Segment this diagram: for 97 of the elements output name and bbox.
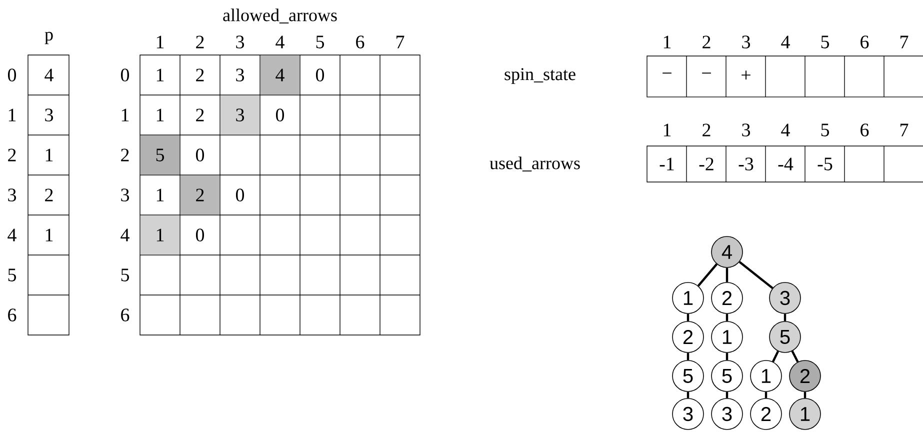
index-number: 4: [8, 228, 16, 242]
tree-edge: [686, 314, 690, 322]
index-number: 0: [120, 68, 130, 82]
cell-value: -3: [738, 158, 754, 170]
index-number: 3: [742, 124, 750, 136]
highlighted-cell: 1: [140, 215, 180, 255]
cell-value: 0: [236, 188, 244, 202]
index-number: 6: [356, 36, 364, 48]
cell-value: -1: [660, 158, 674, 170]
cell-value: 2: [45, 188, 53, 202]
cell-value: +: [742, 70, 750, 80]
index-number: 4: [781, 36, 790, 48]
tree-node: 1: [672, 282, 704, 314]
tree-edge: [686, 352, 690, 360]
tree-edge: [726, 314, 728, 322]
cell-value: 2: [196, 108, 204, 122]
highlighted-cell: 2: [180, 175, 220, 215]
tree-node: 2: [711, 282, 743, 314]
cell-value: −: [662, 72, 672, 74]
index-number: 4: [120, 228, 130, 242]
index-number: 1: [664, 124, 671, 136]
index-number: 1: [122, 108, 129, 122]
tree-edge: [686, 392, 690, 398]
tree-edge: [726, 352, 728, 360]
tree-edge: [738, 261, 774, 289]
highlighted-cell: 4: [260, 55, 300, 95]
highlighted-cell: 3: [220, 95, 260, 135]
index-number: 4: [781, 124, 790, 136]
tree-node: 5: [769, 321, 801, 353]
index-number: 4: [276, 36, 284, 48]
tree-edge: [772, 350, 780, 362]
cell-value: 0: [276, 108, 284, 122]
index-number: 6: [860, 36, 869, 48]
index-number: 3: [236, 36, 244, 48]
index-number: 5: [821, 36, 829, 48]
row-name: spin_state: [504, 68, 576, 84]
index-number: 6: [121, 308, 130, 322]
tree-edge: [764, 392, 768, 398]
index-number: 7: [900, 36, 908, 48]
tree-node: 1: [789, 398, 821, 430]
cell-value: 1: [156, 108, 164, 122]
index-number: 3: [8, 188, 16, 202]
index-number: 2: [8, 148, 16, 162]
index-number: 5: [8, 268, 16, 282]
column-heading: p: [44, 32, 53, 44]
cell-value: 3: [45, 108, 53, 122]
cell-value: -2: [699, 158, 714, 170]
index-number: 1: [156, 36, 164, 48]
tree-node: 1: [711, 321, 743, 353]
cell-value: 1: [46, 228, 53, 242]
index-number: 5: [121, 268, 129, 282]
cell-value: -5: [818, 158, 832, 170]
index-number: 2: [702, 124, 710, 136]
tree-edge: [804, 392, 806, 398]
tree-node: 5: [711, 360, 743, 392]
tree-node: 2: [672, 321, 704, 353]
index-number: 2: [702, 36, 710, 48]
tree-node: 3: [672, 398, 704, 430]
tree-node: 2: [789, 360, 821, 392]
index-number: 0: [8, 68, 16, 82]
cell-value: 2: [196, 68, 204, 82]
tree-edge: [697, 263, 718, 287]
index-number: 2: [196, 36, 204, 48]
tree-node: 3: [769, 282, 801, 314]
tree-edge: [726, 268, 728, 282]
index-number: 3: [742, 36, 750, 48]
index-number: 2: [121, 148, 129, 162]
tree-edge: [726, 392, 728, 398]
tree-node: 2: [750, 398, 782, 430]
index-number: 7: [900, 124, 908, 136]
index-number: 3: [121, 188, 129, 202]
table-title: allowed_arrows: [223, 8, 337, 24]
cell-value: 1: [46, 148, 53, 162]
cell-value: 0: [316, 68, 324, 82]
cell-value: 1: [156, 188, 164, 202]
tree-edge: [791, 350, 799, 362]
tree-node: 5: [672, 360, 704, 392]
tree-edge: [784, 314, 786, 322]
cell-value: 4: [44, 68, 54, 82]
row-name: used_arrows: [490, 156, 580, 172]
index-number: 1: [664, 36, 671, 48]
index-number: 5: [316, 36, 324, 48]
cell-value: 0: [196, 228, 204, 242]
cell-value: 1: [156, 68, 164, 82]
index-number: 7: [396, 36, 404, 48]
tree-node: 1: [750, 360, 782, 392]
tree-node: 3: [711, 398, 743, 430]
index-number: 5: [821, 124, 829, 136]
cell-value: 3: [236, 68, 244, 82]
index-number: 6: [8, 308, 16, 322]
highlighted-cell: 5: [140, 135, 180, 175]
cell-value: 0: [196, 148, 204, 162]
tree-node: 4: [711, 236, 743, 268]
index-number: 1: [8, 108, 16, 122]
cell-value: −: [702, 72, 711, 74]
cell-value: -4: [778, 158, 794, 170]
index-number: 6: [860, 124, 869, 136]
